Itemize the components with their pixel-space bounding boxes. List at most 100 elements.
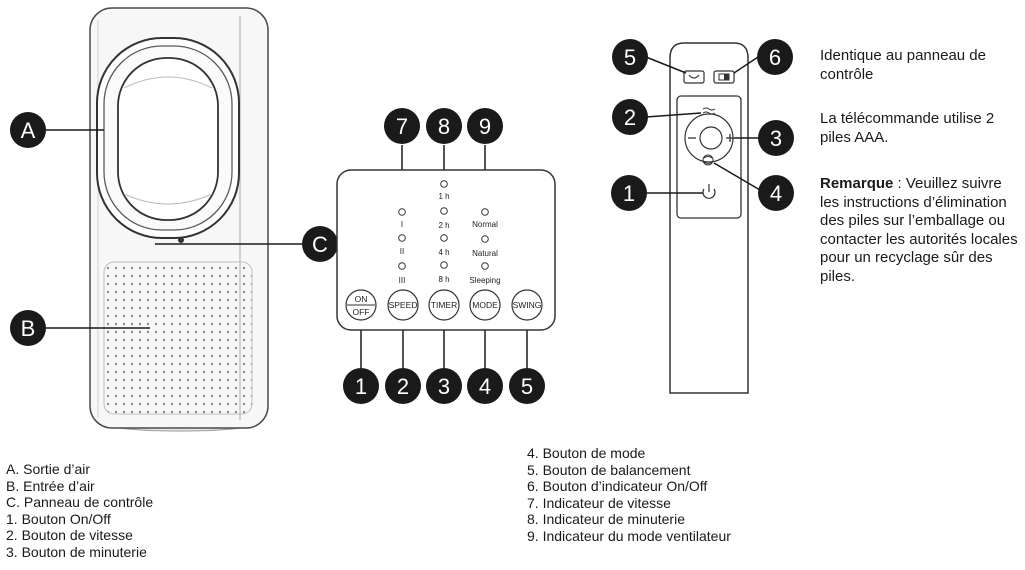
svg-text:2: 2 — [624, 105, 636, 130]
swing-button[interactable]: SWING — [511, 289, 543, 321]
mode-label-sleeping: Sleeping — [469, 276, 500, 285]
speed-led-1 — [398, 208, 406, 216]
legend-item: A. Sortie d’air — [6, 461, 91, 477]
mode-button[interactable]: MODE — [469, 289, 501, 321]
svg-text:2: 2 — [397, 374, 409, 399]
callout-a: A — [10, 112, 46, 148]
svg-text:3: 3 — [770, 126, 782, 151]
remote-mode-button[interactable] — [702, 154, 714, 166]
swing-button-label: SWING — [513, 300, 542, 310]
mode-label-normal: Normal — [472, 220, 498, 229]
svg-text:9: 9 — [479, 114, 491, 139]
legend-item: 4. Bouton de mode — [527, 445, 646, 461]
fan-unit — [89, 7, 269, 432]
svg-text:A: A — [21, 118, 36, 143]
note-batteries: La télécommande utilise 2 piles AAA. — [820, 110, 995, 146]
svg-text:B: B — [21, 316, 36, 341]
remote-callout-4: 4 — [758, 175, 794, 211]
callout-5: 5 — [509, 368, 545, 404]
legend-item: 7. Indicateur de vitesse — [527, 494, 671, 511]
speed-button[interactable]: SPEED — [387, 289, 419, 321]
speed-wave-icon — [702, 107, 716, 111]
legend-item: 1. Bouton On/Off — [6, 510, 111, 527]
legend-item: 8. Indicateur de minuterie — [527, 511, 685, 527]
svg-text:4: 4 — [479, 374, 491, 399]
note-same-as-panel: Identique au panneau de contrôle — [820, 47, 986, 83]
svg-text:5: 5 — [624, 45, 636, 70]
timer-button-label: TIMER — [431, 300, 457, 310]
off-label: OFF — [353, 307, 370, 317]
control-panel-face — [336, 169, 556, 331]
callout-2: 2 — [385, 368, 421, 404]
remote-center-button[interactable] — [699, 126, 723, 150]
timer-button[interactable]: TIMER — [428, 289, 460, 321]
remote-callout-3: 3 — [758, 120, 794, 156]
svg-text:5: 5 — [521, 374, 533, 399]
svg-text:4: 4 — [770, 181, 782, 206]
timer-indicators: 1 h 2 h 4 h 8 h — [438, 180, 450, 284]
swing-arrow-icon — [688, 74, 700, 79]
mode-led-normal — [481, 208, 489, 216]
timer-led-1 — [440, 180, 448, 188]
timer-label-3: 4 h — [438, 248, 449, 257]
speed-label-2: II — [400, 247, 404, 256]
speed-led-3 — [398, 262, 406, 270]
legend-item: 3. Bouton de minuterie — [6, 543, 147, 560]
remote-indicator-button[interactable] — [713, 70, 735, 84]
speed-label-1: I — [401, 220, 403, 229]
legend-item: 5. Bouton de balancement — [527, 461, 691, 478]
callout-3: 3 — [426, 368, 462, 404]
svg-text:8: 8 — [438, 114, 450, 139]
control-panel-sensor — [178, 237, 184, 243]
speed-label-3: III — [399, 276, 406, 285]
callouts-fan: A B C — [10, 112, 338, 346]
svg-text:1: 1 — [623, 181, 635, 206]
legend-item: C. Panneau de contrôle — [6, 494, 154, 510]
svg-text:3: 3 — [438, 374, 450, 399]
mode-button-label: MODE — [472, 300, 498, 310]
svg-text:7: 7 — [396, 114, 408, 139]
air-inlet-grille — [103, 261, 253, 415]
svg-text:6: 6 — [769, 45, 781, 70]
legend-left: A. Sortie d’air B. Entrée d’air C. Panne… — [6, 461, 153, 560]
legend-item: 6. Bouton d’indicateur On/Off — [527, 478, 708, 494]
timer-led-3 — [440, 234, 448, 242]
remote-swing-button[interactable] — [683, 70, 705, 84]
callout-4: 4 — [467, 368, 503, 404]
power-icon — [702, 188, 716, 199]
on-label: ON — [355, 294, 368, 304]
legend-item: B. Entrée d’air — [6, 477, 95, 494]
callout-7: 7 — [384, 108, 420, 144]
note-remark: Remarque : Veuillez suivre les instructi… — [820, 175, 1020, 286]
remote-power-button[interactable] — [702, 184, 716, 199]
mode-led-natural — [481, 235, 489, 243]
speed-indicators: I II III — [398, 208, 406, 285]
mode-label-natural: Natural — [472, 249, 498, 258]
remote-callout-6: 6 — [757, 39, 793, 75]
legend-item: 2. Bouton de vitesse — [6, 527, 133, 543]
callout-1: 1 — [343, 368, 379, 404]
control-panel: I II III 1 h 2 h 4 h 8 h Normal Natural … — [336, 108, 556, 404]
legend-item: 9. Indicateur du mode ventilateur — [527, 527, 731, 544]
timer-label-2: 2 h — [438, 221, 449, 230]
callout-8: 8 — [426, 108, 462, 144]
remote-control: 5 6 2 3 1 4 — [611, 39, 794, 394]
remark-label: Remarque — [820, 175, 894, 192]
on-off-button[interactable]: ON OFF — [345, 289, 377, 321]
mode-indicators: Normal Natural Sleeping — [469, 208, 501, 285]
callout-b: B — [10, 310, 46, 346]
remote-callout-1: 1 — [611, 175, 647, 211]
timer-label-4: 8 h — [438, 275, 449, 284]
remote-callout-2: 2 — [612, 99, 648, 135]
svg-text:1: 1 — [355, 374, 367, 399]
timer-led-4 — [440, 261, 448, 269]
air-outlet-inner — [117, 57, 219, 221]
mode-led-sleeping — [481, 262, 489, 270]
remote-plus-button[interactable] — [726, 134, 734, 142]
remark-text: : Veuillez suivre les instructions d’éli… — [820, 175, 1018, 285]
callout-c: C — [302, 226, 338, 262]
callout-9: 9 — [467, 108, 503, 144]
speed-led-2 — [398, 234, 406, 242]
